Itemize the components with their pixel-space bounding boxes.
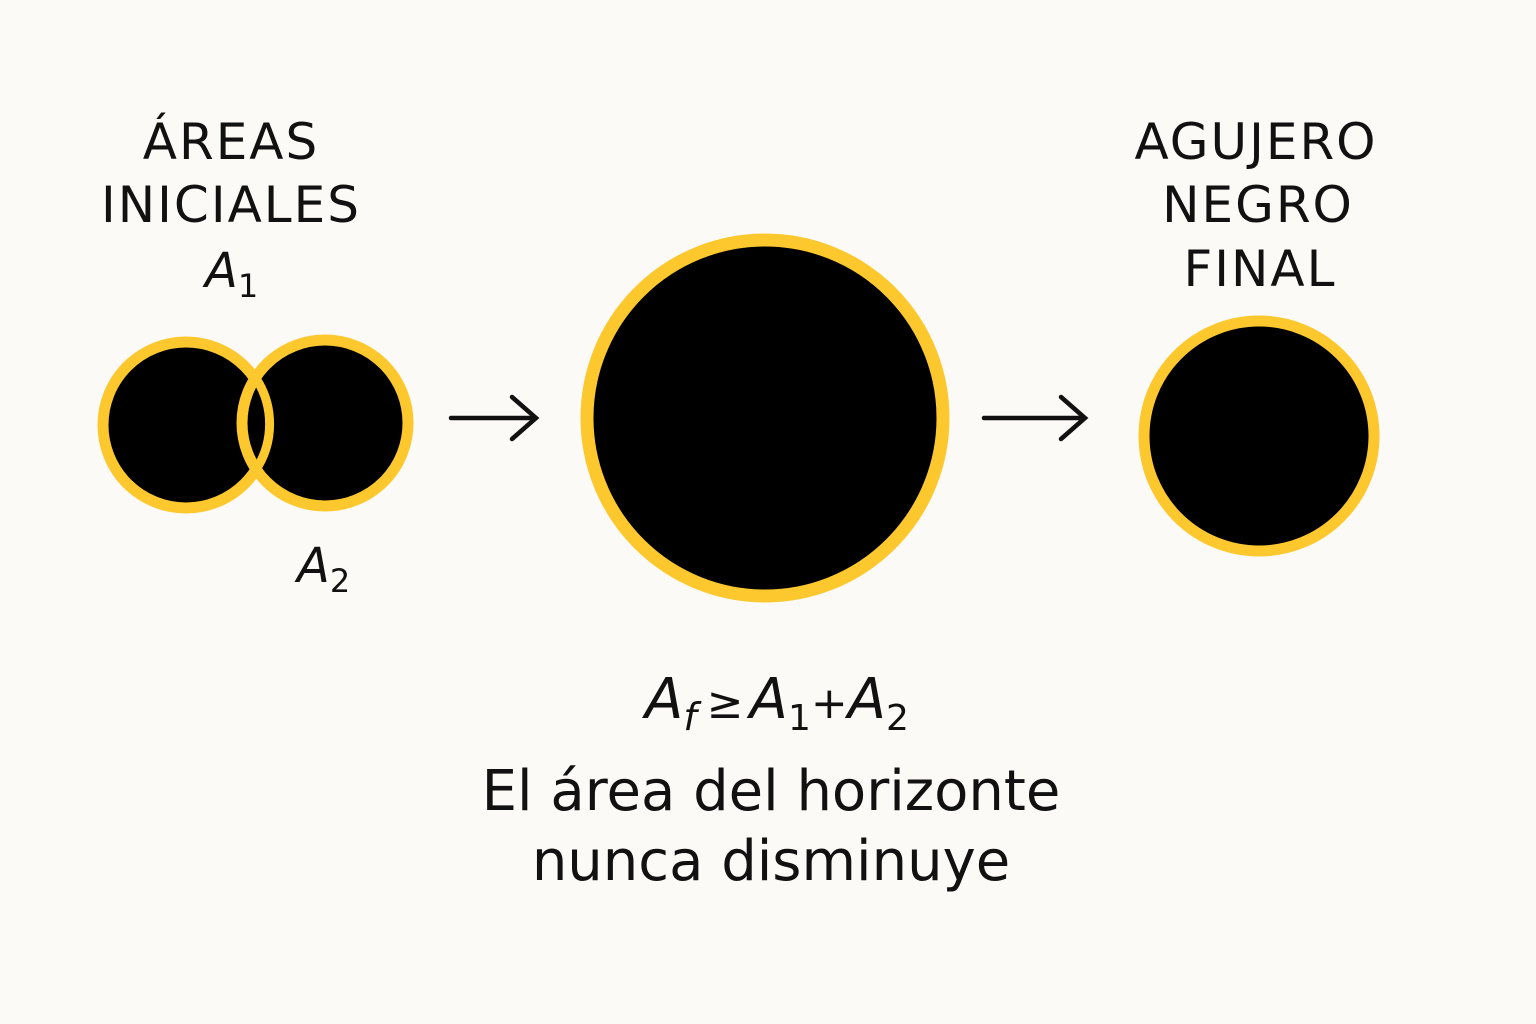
arrow-right-icon bbox=[981, 394, 1089, 442]
initial-black-holes bbox=[97, 334, 414, 514]
right-title-line1: AGUJERO bbox=[1134, 113, 1377, 171]
area2-label: A2 bbox=[294, 538, 350, 600]
black-hole-2 bbox=[236, 334, 414, 512]
left-title-line1: ÁREAS bbox=[143, 112, 319, 171]
area1-label: A1 bbox=[202, 243, 258, 305]
area-inequality-formula: Af≥A1+A2 bbox=[642, 667, 909, 739]
merging-black-hole bbox=[580, 233, 950, 603]
caption-line2: nunca disminuye bbox=[532, 829, 1010, 894]
final-black-hole bbox=[1138, 315, 1380, 557]
caption-line1: El área del horizonte bbox=[482, 759, 1061, 824]
overlap-ring bbox=[251, 374, 275, 474]
right-title-line2: NEGRO bbox=[1162, 176, 1354, 234]
left-title-line2: INICIALES bbox=[101, 176, 361, 234]
arrow-right-icon bbox=[448, 394, 540, 442]
right-title-line3: FINAL bbox=[1184, 240, 1337, 298]
